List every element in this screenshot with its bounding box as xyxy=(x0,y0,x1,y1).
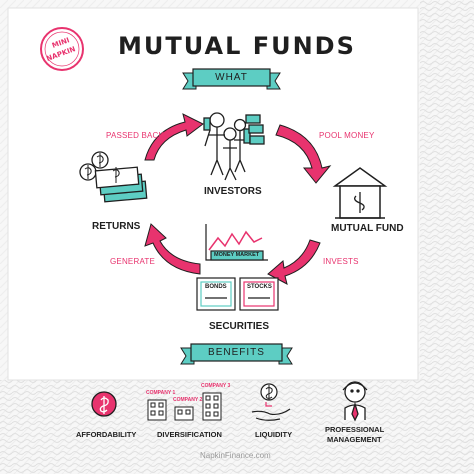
investors-label: INVESTORS xyxy=(204,186,262,197)
diversification-icon xyxy=(147,392,222,421)
passed-back-label: PASSED BACK xyxy=(106,131,165,140)
page-title: MUTUAL FUNDS xyxy=(118,32,356,60)
investors-icon xyxy=(203,112,265,181)
bonds-label: BONDS xyxy=(205,284,227,290)
mini-napkin-badge xyxy=(40,27,84,71)
what-banner-label: WHAT xyxy=(215,72,248,83)
company-3-label: COMPANY 3 xyxy=(201,383,231,389)
company-1-label: COMPANY 1 xyxy=(146,390,176,396)
footer-site: NapkinFinance.com xyxy=(200,451,271,460)
cycle-arrows xyxy=(144,113,332,285)
returns-label: RETURNS xyxy=(92,221,141,232)
benefits-banner-label: BENEFITS xyxy=(208,347,265,358)
pool-money-label: POOL MONEY xyxy=(319,131,375,140)
mutual-fund-building-icon xyxy=(332,167,388,219)
management-label: MANAGEMENT xyxy=(327,435,382,444)
securities-label: SECURITIES xyxy=(209,321,270,332)
money-market-label: MONEY MARKET xyxy=(214,252,260,258)
returns-money-icon xyxy=(79,151,148,203)
mutual-fund-label: MUTUAL FUND xyxy=(331,223,404,234)
benefits-banner xyxy=(180,343,293,365)
invests-label: INVESTS xyxy=(323,257,359,266)
securities-icon xyxy=(196,224,279,311)
professional-label: PROFESSIONAL xyxy=(325,425,385,434)
liquidity-label: LIQUIDITY xyxy=(255,430,293,439)
affordability-icon xyxy=(91,391,117,417)
company-2-label: COMPANY 2 xyxy=(173,397,203,403)
generate-label: GENERATE xyxy=(110,257,156,266)
what-banner xyxy=(182,68,281,90)
affordability-label: AFFORDABILITY xyxy=(76,430,137,439)
professional-management-icon xyxy=(342,381,368,422)
liquidity-icon xyxy=(251,383,291,421)
stocks-label: STOCKS xyxy=(247,284,272,290)
diversification-label: DIVERSIFICATION xyxy=(157,430,222,439)
